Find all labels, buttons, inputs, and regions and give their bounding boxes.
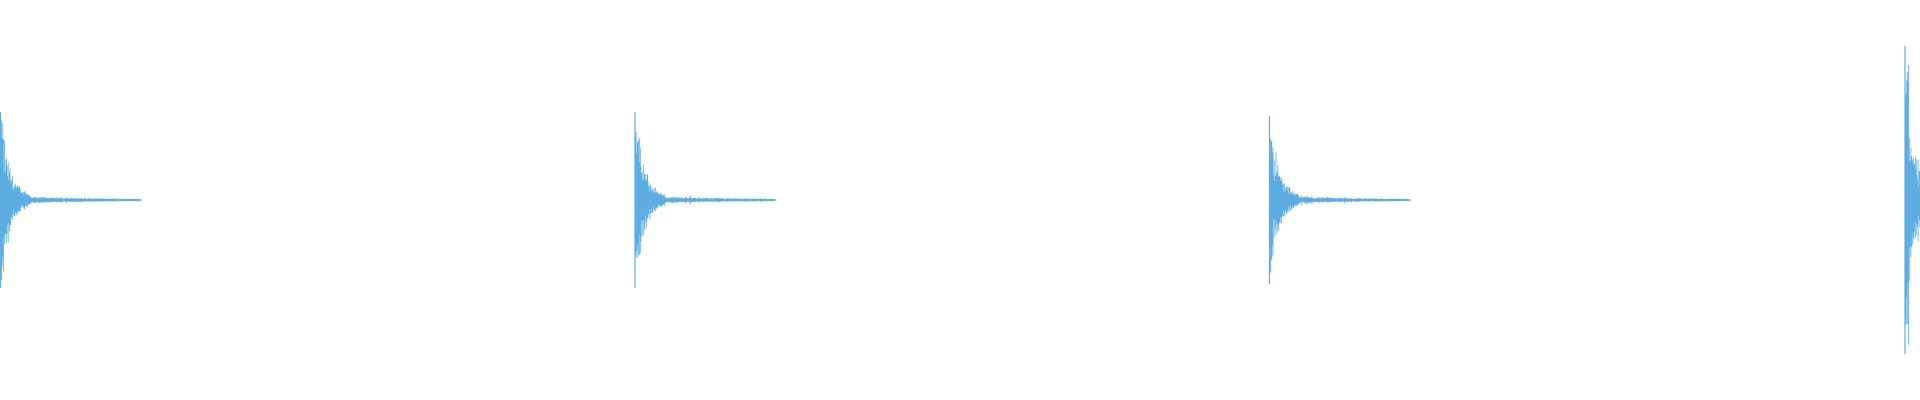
transient-decay <box>1269 138 1409 273</box>
waveform-group <box>0 46 1920 354</box>
transient-decay <box>635 131 775 258</box>
transient-decay <box>1905 65 1920 345</box>
waveform-transient <box>0 112 142 288</box>
waveform-transient <box>634 112 777 288</box>
waveform-transient <box>1904 46 1920 354</box>
waveform-transient <box>1268 116 1411 284</box>
